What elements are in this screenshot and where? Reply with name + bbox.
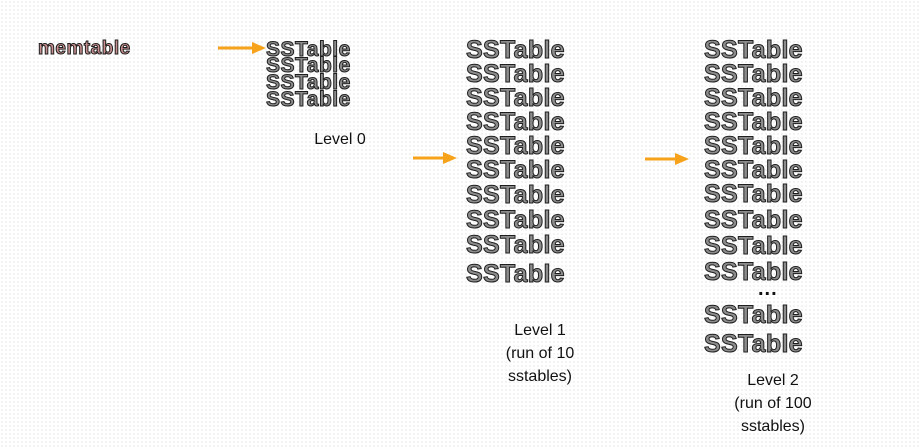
level0-sstable: SSTable xyxy=(266,54,351,77)
level0-label: Level 0 xyxy=(314,131,366,148)
level1-sstable: SSTable xyxy=(466,84,566,112)
level0-sstable: SSTable xyxy=(266,71,351,94)
level2-sstable: SSTable xyxy=(704,132,804,160)
level2-label: Level 2 (run of 100 sstables) xyxy=(734,372,812,435)
level0-sstable: SSTable xyxy=(266,38,351,61)
level1-sstable: SSTable xyxy=(466,108,566,136)
level2-sstable: SSTable xyxy=(704,258,804,286)
level1-sstable: SSTable xyxy=(466,206,566,234)
level2-sstable: SSTable xyxy=(704,156,804,184)
level2-sstable: SSTable xyxy=(704,301,804,329)
arrow-level0-to-level1 xyxy=(413,152,457,164)
level2-sstable: SSTable xyxy=(704,232,804,260)
level2-sstable: SSTable xyxy=(704,36,804,64)
memtable-label: memtable xyxy=(38,38,131,59)
level1-label: Level 1 (run of 10 sstables) xyxy=(505,322,575,385)
level2-sstable: SSTable xyxy=(704,206,804,234)
level2-sstable: SSTable xyxy=(704,180,804,208)
level1-sstable: SSTable xyxy=(466,156,566,184)
level2-sstable: SSTable xyxy=(704,60,804,88)
level1-sstable: SSTable xyxy=(466,231,566,259)
level2-ellipsis: ... xyxy=(758,278,778,300)
level2-sstable: SSTable xyxy=(704,330,804,358)
level1-sstable: SSTable xyxy=(466,132,566,160)
level2-sstable: SSTable xyxy=(704,108,804,136)
level1-sstable: SSTable xyxy=(466,181,566,209)
level0-sstable: SSTable xyxy=(266,88,351,111)
level2-sstable: SSTable xyxy=(704,84,804,112)
arrow-memtable-to-level0 xyxy=(218,42,266,54)
arrow-level1-to-level2 xyxy=(645,153,689,165)
level1-sstable: SSTable xyxy=(466,260,566,288)
level1-sstable: SSTable xyxy=(466,36,566,64)
level1-sstable: SSTable xyxy=(466,60,566,88)
